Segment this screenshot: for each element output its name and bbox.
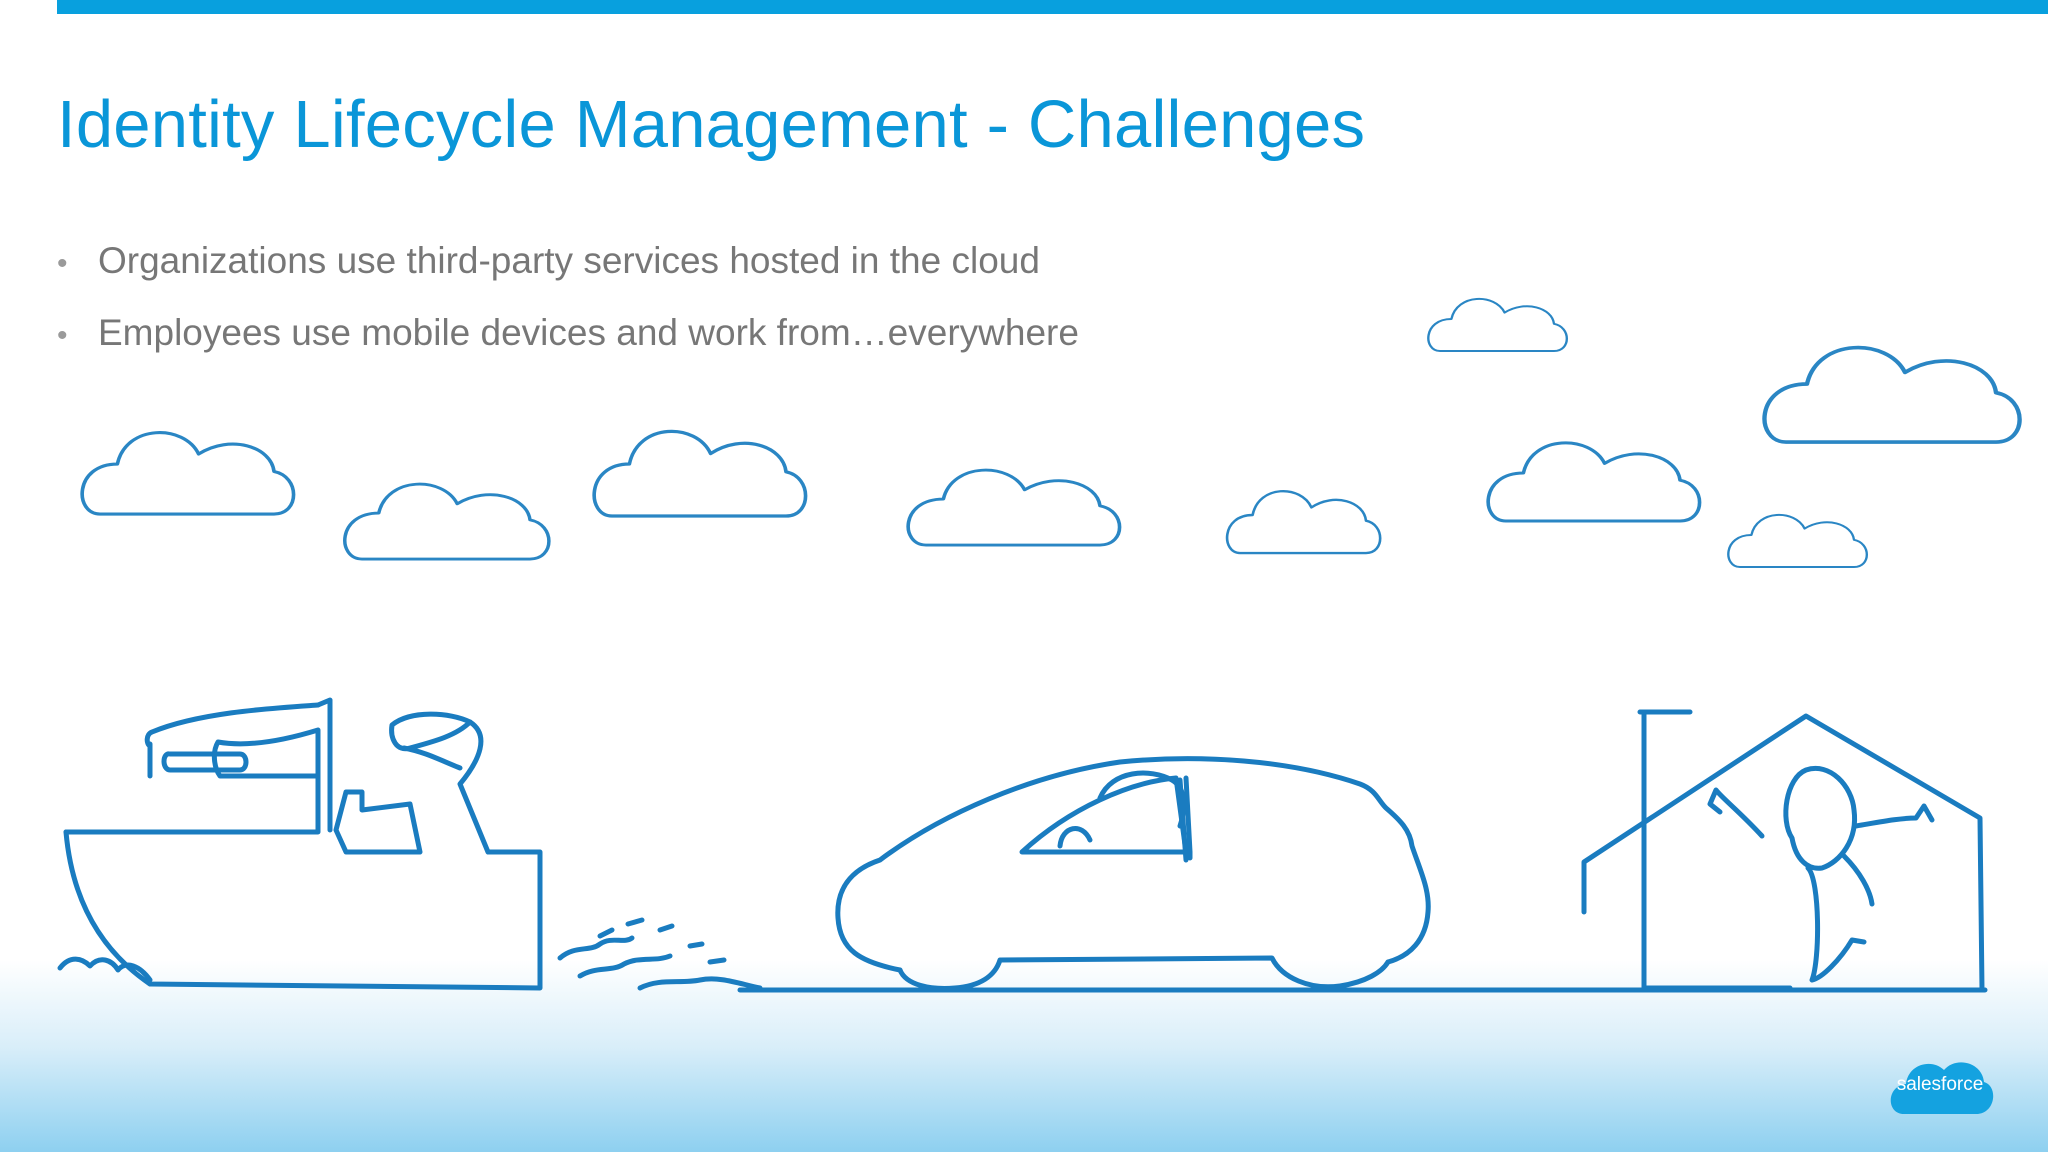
cloud-icon xyxy=(1225,489,1382,555)
slide-title: Identity Lifecycle Management - Challeng… xyxy=(57,87,1366,162)
cloud-icon xyxy=(80,430,296,516)
house-icon xyxy=(1581,709,1985,993)
ship-icon xyxy=(57,697,763,991)
bullet-dot: • xyxy=(57,319,68,352)
cloud-icon xyxy=(906,468,1122,547)
bullet-text: Employees use mobile devices and work fr… xyxy=(98,312,1079,353)
top-accent-bar xyxy=(57,0,2048,14)
bullet-item: • Organizations use third-party services… xyxy=(57,240,1079,312)
bullet-list: • Organizations use third-party services… xyxy=(57,240,1079,384)
cloud-icon xyxy=(1486,441,1702,523)
bullet-dot: • xyxy=(57,247,68,280)
cloud-icon xyxy=(1765,348,2020,442)
bullet-item: • Employees use mobile devices and work … xyxy=(57,312,1079,384)
logo-text: salesforce xyxy=(1896,1074,1984,1095)
cloud-icon xyxy=(1890,1062,1994,1114)
cloud-icon xyxy=(1727,513,1869,569)
car-icon xyxy=(835,756,1431,991)
cloud-icon xyxy=(343,482,551,561)
cloud-icon xyxy=(1427,297,1569,353)
salesforce-logo: salesforce xyxy=(1886,1052,1994,1124)
bullet-text: Organizations use third-party services h… xyxy=(98,240,1040,281)
cloud-icon xyxy=(592,429,808,518)
